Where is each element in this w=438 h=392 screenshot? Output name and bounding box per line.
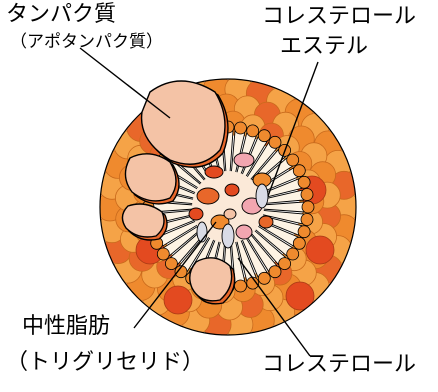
phospholipid-head: [279, 258, 291, 270]
cholesterol-ester: [222, 224, 234, 248]
phospholipid-head: [302, 201, 314, 213]
triglyceride-droplet: [224, 209, 236, 219]
label-cholesterol-ester-2: エステル: [280, 36, 368, 58]
phospholipid-head: [287, 248, 299, 260]
triglyceride-droplet: [225, 184, 239, 196]
phospholipid-head: [287, 154, 299, 166]
phospholipid-head: [235, 280, 247, 292]
phospholipid-head: [269, 136, 281, 148]
phospholipid-head: [164, 286, 192, 314]
label-apoprotein: （アポタンパク質）: [10, 34, 163, 51]
apoprotein: [190, 258, 232, 301]
phospholipid-head: [298, 176, 310, 188]
label-cholesterol-ester-1: コレステロール: [262, 6, 416, 28]
triglyceride-droplet: [236, 225, 252, 239]
phospholipid-head: [293, 165, 305, 177]
leader-line: [80, 48, 170, 118]
triglyceride-droplet: [205, 166, 223, 178]
triglyceride-droplet: [197, 188, 219, 204]
triglyceride-droplet: [189, 208, 203, 220]
phospholipid-head: [258, 272, 270, 284]
phospholipid-head: [269, 266, 281, 278]
phospholipid-head: [247, 125, 259, 137]
triglyceride-droplet: [259, 216, 273, 228]
label-protein: タンパク質: [6, 4, 116, 26]
phospholipid-head: [301, 214, 313, 226]
cholesterol-ester: [256, 184, 268, 208]
phospholipid-head: [306, 236, 334, 264]
phospholipid-head: [165, 258, 177, 270]
label-triglyceride-2: （トリグリセリド）: [6, 352, 204, 374]
triglyceride-droplet: [234, 153, 254, 167]
phospholipid-head: [298, 226, 310, 238]
phospholipid-head: [235, 122, 247, 134]
phospholipid-head: [157, 248, 169, 260]
phospholipid-head: [258, 130, 270, 142]
label-cholesterol: コレステロール: [262, 354, 416, 376]
phospholipid-head: [293, 237, 305, 249]
phospholipid-head: [301, 189, 313, 201]
label-triglyceride-1: 中性脂肪: [22, 316, 110, 338]
